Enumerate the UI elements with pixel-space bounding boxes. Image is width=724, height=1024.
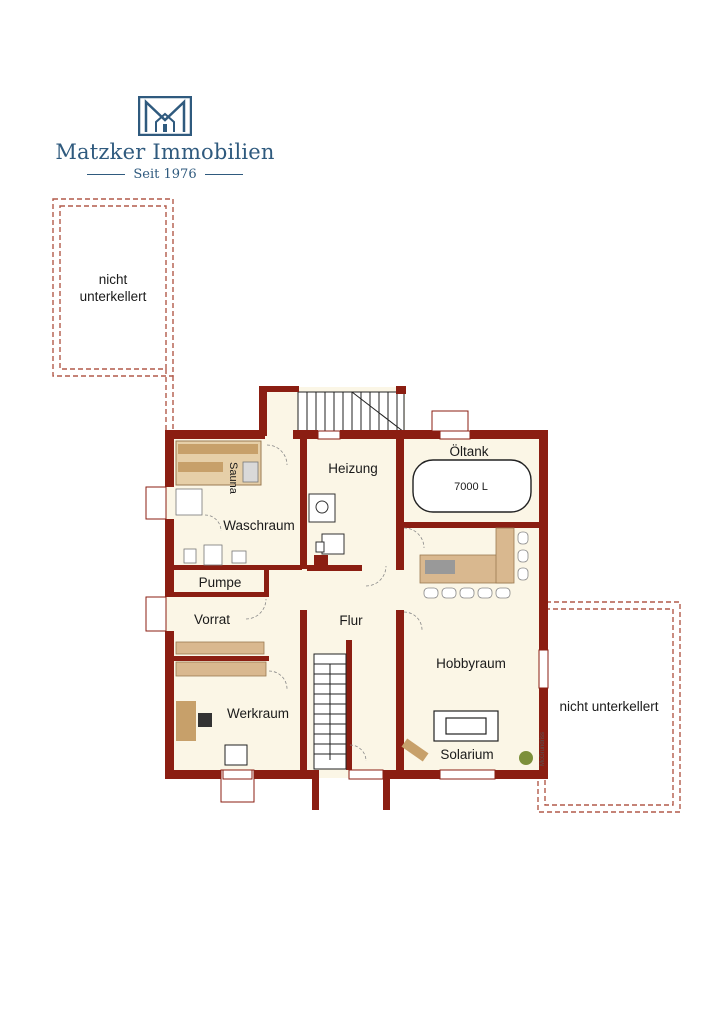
brand-logo: Matzker Immobilien Seit 1976 xyxy=(40,96,290,196)
chaise xyxy=(401,738,429,762)
unexcavated-left-label-2: unterkellert xyxy=(80,289,147,304)
vorrat-label: Vorrat xyxy=(194,612,230,627)
brand-name: Matzker Immobilien xyxy=(55,140,275,164)
plant-icon xyxy=(519,751,533,765)
tank-volume-label: 7000 L xyxy=(454,481,488,493)
stair-main xyxy=(313,653,347,770)
pumpe-label: Pumpe xyxy=(199,575,242,590)
stair-top xyxy=(297,391,405,433)
sauna-label: Sauna xyxy=(227,462,239,495)
flur-label: Flur xyxy=(339,613,363,628)
heizung-label: Heizung xyxy=(328,461,378,476)
windows xyxy=(145,410,549,803)
waschraum-fixtures xyxy=(175,488,247,566)
brand-since: Seit 1976 xyxy=(40,167,290,182)
credit-label: McGrundriss xyxy=(540,732,546,766)
walls xyxy=(165,386,548,810)
solarium-bed xyxy=(433,710,499,742)
workbench xyxy=(176,701,248,766)
oil-tank xyxy=(412,459,532,513)
divider-right xyxy=(204,174,243,175)
divider-left xyxy=(87,174,126,175)
unexcavated-area-right xyxy=(537,601,681,813)
shelves xyxy=(175,641,267,677)
hobbyraum-label: Hobbyraum xyxy=(436,656,506,671)
unexcavated-right-label: nicht unterkellert xyxy=(559,699,658,714)
oeltank-label: Öltank xyxy=(449,444,488,459)
solarium-label: Solarium xyxy=(440,747,493,762)
boiler xyxy=(308,493,345,555)
bar-counter xyxy=(419,527,529,599)
sauna: Sauna xyxy=(175,440,262,495)
waschraum-label: Waschraum xyxy=(223,518,295,533)
doors xyxy=(204,444,425,762)
house-logo-icon xyxy=(138,96,192,136)
unexcavated-left-label-1: nicht xyxy=(99,272,128,287)
unexcavated-area-left xyxy=(52,198,174,431)
werkraum-label: Werkraum xyxy=(227,706,289,721)
brand-since-text: Seit 1976 xyxy=(133,167,197,182)
